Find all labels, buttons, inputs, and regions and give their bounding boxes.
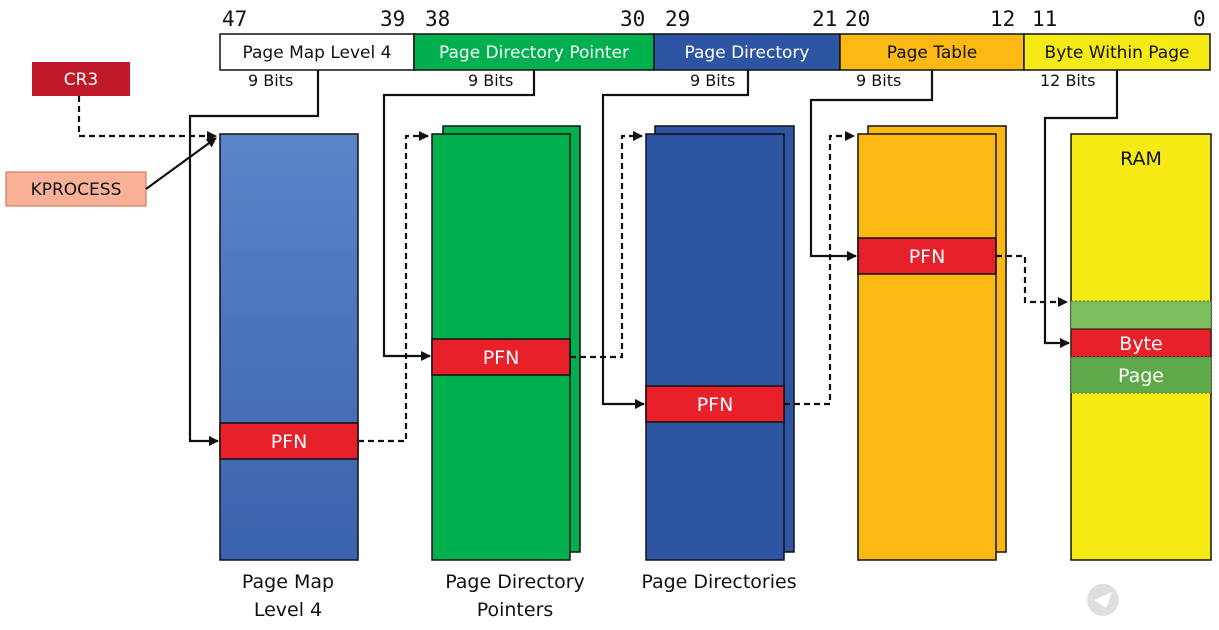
field-pml4-bits: 9 Bits [248, 71, 293, 90]
field-pml4-label: Page Map Level 4 [243, 43, 392, 63]
field-pt-bits: 9 Bits [856, 71, 901, 90]
pt-to-ram-arrow [996, 254, 1068, 307]
offset-index-arrow [1043, 70, 1119, 348]
pt-pfn-label: PFN [909, 246, 946, 268]
field-pdp-bits: 9 Bits [468, 71, 513, 90]
pml4-pfn-label: PFN [271, 431, 308, 453]
pdp-caption-line2: Pointers [477, 599, 554, 621]
pml4-caption-line1: Page Map [242, 571, 334, 593]
field-pml4-box [219, 33, 415, 71]
kprocess-arrow [145, 137, 217, 190]
pd-to-pt-arrow [784, 131, 855, 406]
field-pdp-box [413, 33, 655, 71]
pt-pfn-entry [857, 237, 997, 275]
pml4-index-arrow [188, 70, 320, 446]
bit-number-30: 30 [620, 7, 645, 31]
bit-number-29: 29 [665, 7, 690, 31]
pd-caption: Page Directories [641, 571, 796, 593]
pdp-to-pd-arrow [570, 131, 643, 359]
pt-index-arrow [809, 70, 934, 261]
field-pd-bits: 9 Bits [690, 71, 735, 90]
bit-number-38: 38 [425, 7, 450, 31]
bit-number-20: 20 [845, 7, 870, 31]
kprocess-label: KPROCESS [31, 180, 122, 200]
ram-title: RAM [1120, 148, 1162, 170]
bit-number-0: 0 [1193, 7, 1206, 31]
pd-pfn-entry [645, 385, 785, 423]
bit-number-12: 12 [990, 7, 1015, 31]
ram-byte-entry [1070, 328, 1212, 358]
pdp-index-arrow [382, 70, 536, 361]
field-pdp-label: Page Directory Pointer [439, 43, 629, 63]
cr3-label: CR3 [64, 70, 99, 90]
field-offset-label: Byte Within Page [1045, 43, 1190, 63]
pdp-pfn-label: PFN [483, 347, 520, 369]
bit-number-21: 21 [812, 7, 837, 31]
pml4-table [219, 133, 359, 561]
field-offset-bits: 12 Bits [1040, 71, 1095, 90]
pdp-pfn-entry [431, 338, 571, 376]
field-pd-label: Page Directory [685, 43, 810, 63]
pt-table [857, 133, 997, 561]
pd-pfn-label: PFN [697, 394, 734, 416]
cr3-box [32, 62, 130, 96]
field-pt-label: Page Table [887, 43, 978, 63]
ram-page-top [1070, 300, 1212, 330]
pml4-to-pdp-arrow [358, 131, 429, 443]
pd-index-arrow [601, 70, 750, 409]
ram-byte-label: Byte [1119, 333, 1162, 355]
kprocess-box [5, 171, 147, 207]
watermark: 创新互联 [1087, 584, 1200, 616]
bit-number-39: 39 [380, 7, 405, 31]
virtual-address-bar: Page Map Level 4 Page Directory Pointer … [219, 33, 1211, 71]
bit-number-11: 11 [1032, 7, 1057, 31]
cr3-base-arrow [77, 96, 217, 141]
watermark-text: 创新互联 [1123, 589, 1200, 612]
pdp-caption-line1: Page Directory [445, 571, 585, 593]
bit-number-47: 47 [222, 7, 247, 31]
pml4-caption-line2: Level 4 [254, 599, 322, 621]
pd-table [645, 133, 785, 561]
ram-page-bottom [1070, 356, 1212, 394]
ram-page-label: Page [1118, 365, 1164, 387]
